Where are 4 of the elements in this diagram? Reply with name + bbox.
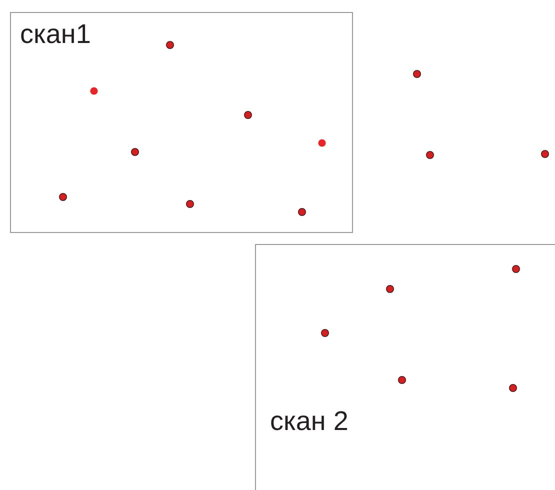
scan-label: скан 2 [270, 408, 348, 435]
scan-frame [10, 12, 353, 233]
scan-frame [255, 244, 555, 490]
scan-label: скан1 [20, 21, 91, 48]
